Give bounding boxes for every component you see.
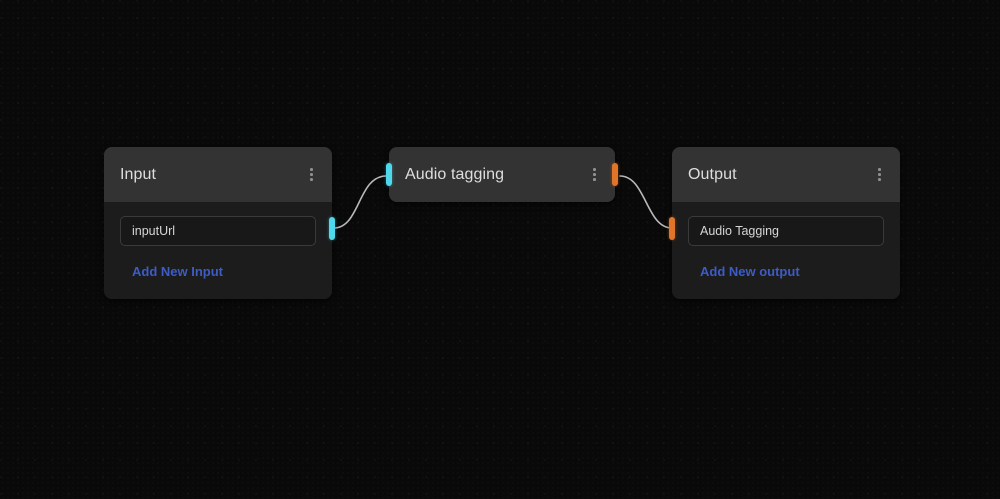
port-output-input[interactable]	[669, 217, 675, 240]
node-input-title: Input	[120, 165, 157, 183]
node-audio-tagging[interactable]: Audio tagging	[386, 147, 618, 202]
node-output-body: Audio Tagging Add New output	[672, 202, 900, 299]
kebab-menu-icon[interactable]	[588, 164, 601, 185]
node-input-body: inputUrl Add New Input	[104, 202, 332, 299]
edge-input-to-audio-tagging	[333, 175, 387, 229]
input-field-inputurl[interactable]: inputUrl	[120, 216, 316, 246]
node-output[interactable]: Output Audio Tagging Add New output	[669, 147, 900, 299]
node-audio-tagging-header[interactable]: Audio tagging	[389, 147, 615, 202]
add-new-input-link[interactable]: Add New Input	[132, 264, 223, 279]
node-input[interactable]: Input inputUrl Add New Input	[104, 147, 335, 299]
node-output-header[interactable]: Output	[672, 147, 900, 202]
node-output-title: Output	[688, 165, 737, 183]
port-input-output[interactable]	[329, 217, 335, 240]
node-audio-tagging-title: Audio tagging	[405, 165, 505, 183]
port-audio-tagging-output[interactable]	[612, 163, 618, 186]
kebab-menu-icon[interactable]	[305, 164, 318, 185]
add-new-output-link[interactable]: Add New output	[700, 264, 800, 279]
output-field-audio-tagging[interactable]: Audio Tagging	[688, 216, 884, 246]
kebab-menu-icon[interactable]	[873, 164, 886, 185]
node-input-header[interactable]: Input	[104, 147, 332, 202]
port-audio-tagging-input[interactable]	[386, 163, 392, 186]
edge-audio-tagging-to-output	[619, 175, 673, 229]
